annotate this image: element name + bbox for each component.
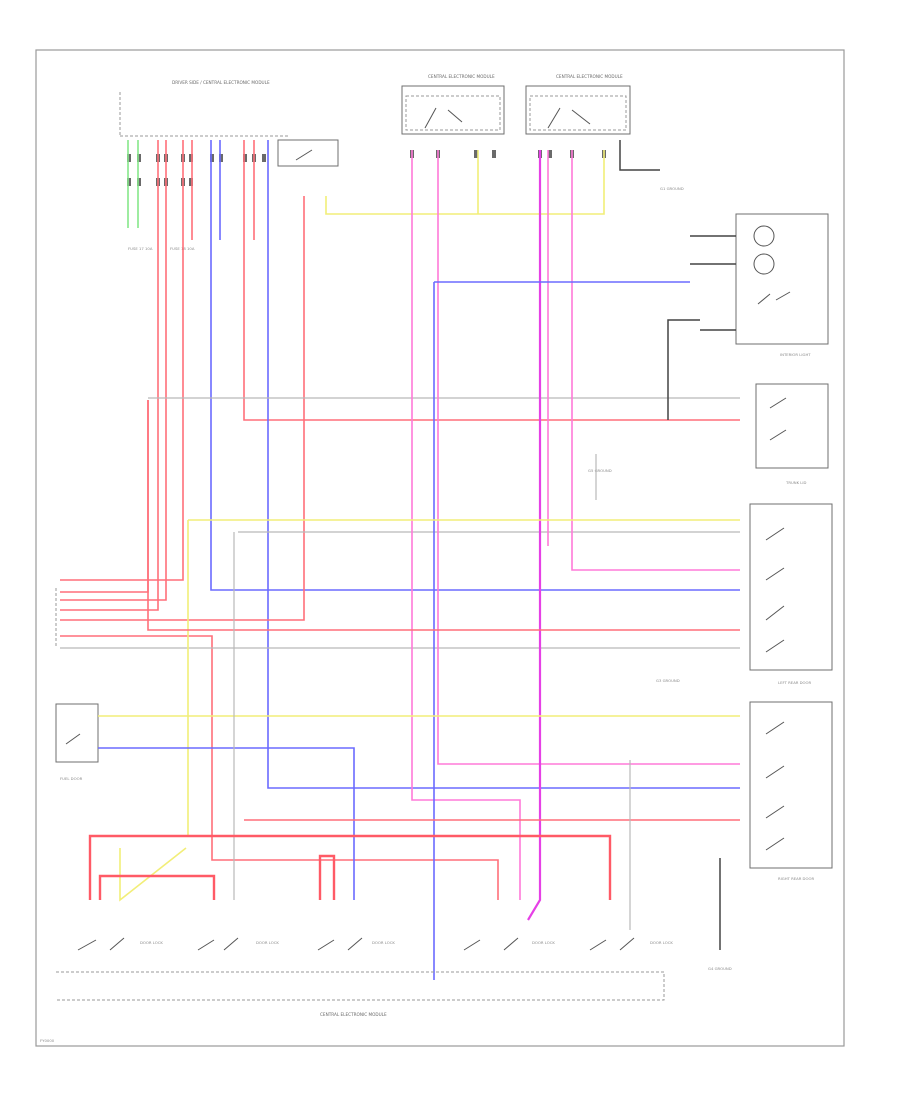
svg-text:DOOR LOCK: DOOR LOCK [140, 940, 163, 945]
central-module-top: CENTRAL ELECTRONIC MODULE [401, 74, 505, 158]
trunk-lid: TRUNK LID G5 GROUND [588, 383, 829, 485]
bottom-module: CENTRAL ELECTRONIC MODULE DOOR LOCK DOOR… [56, 937, 673, 1017]
svg-text:DRIVER SIDE / CENTRAL ELECTRON: DRIVER SIDE / CENTRAL ELECTRONIC MODULE [172, 80, 270, 85]
ground-b-label: G5 GROUND [588, 468, 612, 473]
svg-text:DOOR LOCK: DOOR LOCK [256, 940, 279, 945]
ground-d-label: G4 GROUND [708, 966, 732, 971]
figure-id: FY0000 [40, 1038, 55, 1043]
interior-light: INTERIOR LIGHT [690, 213, 829, 357]
switch-1: DOOR LOCK [77, 937, 163, 951]
switch-4: DOOR LOCK [463, 937, 555, 951]
wires [60, 140, 740, 980]
svg-text:INTERIOR LIGHT: INTERIOR LIGHT [780, 352, 811, 357]
fuel-door: FUEL DOOR [55, 703, 99, 781]
switch-3: DOOR LOCK [317, 937, 395, 951]
fuse-a-label: FUSE 17 10A [128, 246, 153, 251]
svg-text:CENTRAL ELECTRONIC MODULE: CENTRAL ELECTRONIC MODULE [556, 74, 623, 79]
diagram-frame [35, 49, 845, 1047]
switch-5: DOOR LOCK [589, 937, 673, 951]
central-module-right: CENTRAL ELECTRONIC MODULE G1 GROUND [525, 74, 684, 191]
svg-text:RIGHT REAR DOOR: RIGHT REAR DOOR [778, 876, 814, 881]
svg-text:CENTRAL ELECTRONIC MODULE: CENTRAL ELECTRONIC MODULE [320, 1012, 387, 1017]
svg-text:CENTRAL ELECTRONIC MODULE: CENTRAL ELECTRONIC MODULE [428, 74, 495, 79]
svg-text:DOOR LOCK: DOOR LOCK [532, 940, 555, 945]
svg-text:TRUNK LID: TRUNK LID [785, 480, 807, 485]
ground-c-label: G3 GROUND [656, 678, 680, 683]
ground-a-label: G1 GROUND [660, 186, 684, 191]
svg-text:DOOR LOCK: DOOR LOCK [650, 940, 673, 945]
right-rear-door: RIGHT REAR DOOR G4 GROUND [708, 701, 833, 971]
svg-text:FUEL DOOR: FUEL DOOR [60, 776, 83, 781]
top-left-connector: DRIVER SIDE / CENTRAL ELECTRONIC MODULE … [119, 80, 339, 251]
svg-text:LEFT REAR DOOR: LEFT REAR DOOR [778, 680, 812, 685]
switch-2: DOOR LOCK [197, 937, 279, 951]
svg-text:DOOR LOCK: DOOR LOCK [372, 940, 395, 945]
left-rear-door: LEFT REAR DOOR G3 GROUND [656, 503, 833, 685]
